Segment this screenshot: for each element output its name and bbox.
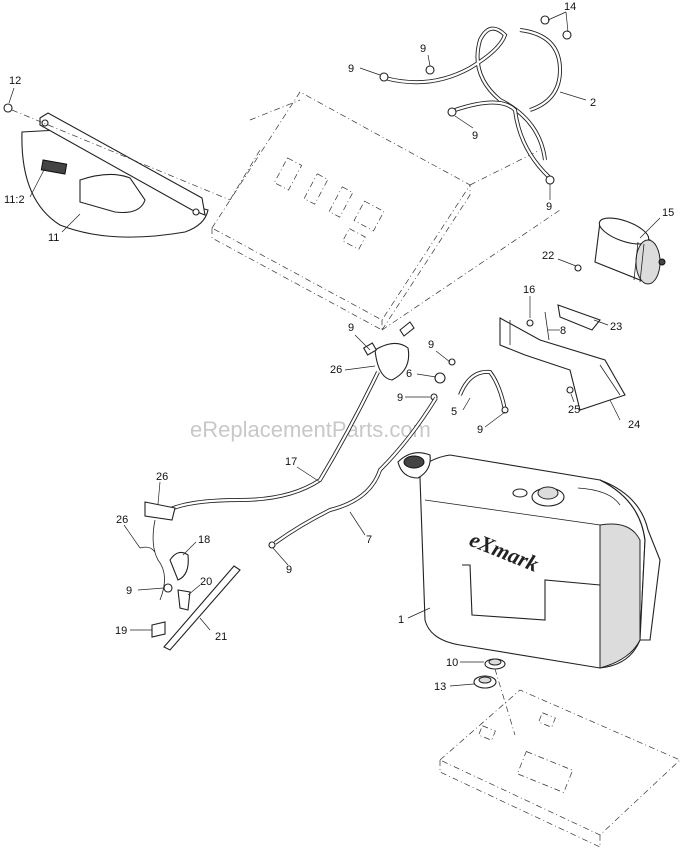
callout-26a: 26 [330,364,342,376]
callout-9g: 9 [397,392,403,404]
fuel-tank: eXmark [397,452,661,669]
callout-11: 11 [48,232,59,244]
callout-18: 18 [198,534,210,546]
callout-10: 10 [446,657,458,669]
leader-lines [8,11,661,687]
callout-9c: 9 [472,130,478,142]
callout-2: 2 [590,97,596,109]
callout-9d: 9 [546,201,552,213]
callout-6: 6 [406,368,412,380]
callout-15: 15 [662,207,674,219]
callout-26c: 26 [116,514,128,526]
callout-9e: 9 [348,322,354,334]
watermark: eReplacementParts.com [190,417,431,442]
callout-8: 8 [560,325,566,337]
callout-24: 24 [628,419,640,431]
callout-25: 25 [568,404,580,416]
callout-16: 16 [523,284,535,296]
callout-22: 22 [542,250,554,262]
callout-5: 5 [451,406,457,418]
callout-9b: 9 [348,63,354,75]
callout-20: 20 [200,576,212,588]
callout-labels: 12 11:2 11 14 9 9 2 9 9 15 22 16 8 23 25… [4,1,674,693]
callout-1: 1 [398,614,404,626]
fuel-line-harness [379,15,572,185]
callout-7: 7 [366,534,372,546]
callout-9i: 9 [286,564,292,576]
callout-9j: 9 [126,585,132,597]
callout-23: 23 [610,321,622,333]
base-plate [439,689,681,848]
frame-panel [211,91,561,331]
callout-26b: 26 [156,471,168,483]
callout-19: 19 [115,625,127,637]
callout-17: 17 [285,456,297,468]
callout-12: 12 [9,75,21,87]
callout-9h: 9 [477,424,483,436]
callout-13: 13 [434,681,446,693]
callout-14: 14 [564,1,576,13]
left-components [139,501,241,651]
fuel-filter-15 [594,217,666,285]
mount-bracket-24 [499,264,626,411]
callout-21: 21 [215,631,227,643]
fuel-line-17 [163,371,380,514]
cover-part-11 [21,112,209,238]
callout-9a: 9 [420,43,426,55]
callout-9f: 9 [428,339,434,351]
screw-12 [3,103,13,113]
callout-11-2: 11:2 [4,194,25,206]
